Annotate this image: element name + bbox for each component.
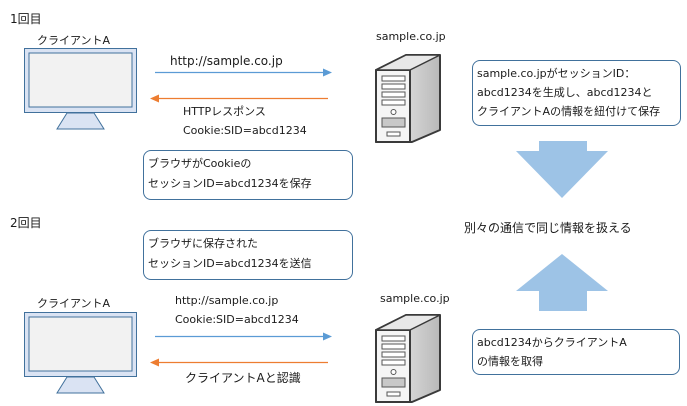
round2-browser-note-line-2: セッションID=abcd1234を送信 [148, 257, 312, 270]
server-icon [375, 314, 441, 403]
round2-server-note-line-1: abcd1234からクライアントA [477, 336, 627, 349]
round1-request-label: http://sample.co.jp [170, 54, 283, 68]
round1-response-line-2: Cookie:SID=abcd1234 [183, 124, 307, 137]
client-monitor-icon [24, 312, 137, 394]
round2-response-label: クライアントAと認識 [185, 371, 301, 385]
client-monitor-icon [24, 48, 137, 130]
round1-response-line-1: HTTPレスポンス [183, 105, 266, 118]
round1-browser-note-line-1: ブラウザがCookieの [148, 157, 252, 170]
round1-response-arrow [150, 94, 328, 103]
up-arrow-icon [516, 254, 608, 311]
round2-server-note-line-2: の情報を取得 [477, 355, 543, 368]
round2-response-arrow [150, 358, 328, 367]
down-arrow-icon [516, 141, 608, 198]
round1-browser-note-line-2: セッションID=abcd1234を保存 [148, 177, 312, 190]
round2-request-line-1: http://sample.co.jp [175, 294, 279, 307]
round2-browser-note: ブラウザに保存された セッションID=abcd1234を送信 [143, 230, 353, 280]
round2-label: 2回目 [10, 216, 42, 230]
server-icon [375, 54, 441, 143]
round1-server-note-line-3: クライアントAの情報を紐付けて保存 [477, 105, 661, 118]
round2-client-label: クライアントA [37, 297, 111, 310]
round1-label: 1回目 [10, 12, 42, 26]
center-label: 別々の通信で同じ情報を扱える [464, 221, 632, 235]
round1-server-note: sample.co.jpがセッションID： abcd1234を生成し、abcd1… [472, 60, 681, 126]
round1-server-note-line-1: sample.co.jpがセッションID： [477, 67, 636, 80]
round2-request-arrow [155, 332, 332, 341]
round1-server-label: sample.co.jp [376, 30, 446, 43]
round1-server-note-line-2: abcd1234を生成し、abcd1234と [477, 86, 653, 99]
round1-request-arrow [155, 68, 332, 77]
round1-client-label: クライアントA [37, 34, 111, 47]
round2-browser-note-line-1: ブラウザに保存された [148, 237, 258, 250]
round2-server-note: abcd1234からクライアントA の情報を取得 [472, 329, 680, 375]
round2-server-label: sample.co.jp [380, 292, 450, 305]
round1-browser-note: ブラウザがCookieの セッションID=abcd1234を保存 [143, 150, 353, 200]
round2-request-line-2: Cookie:SID=abcd1234 [175, 313, 299, 326]
